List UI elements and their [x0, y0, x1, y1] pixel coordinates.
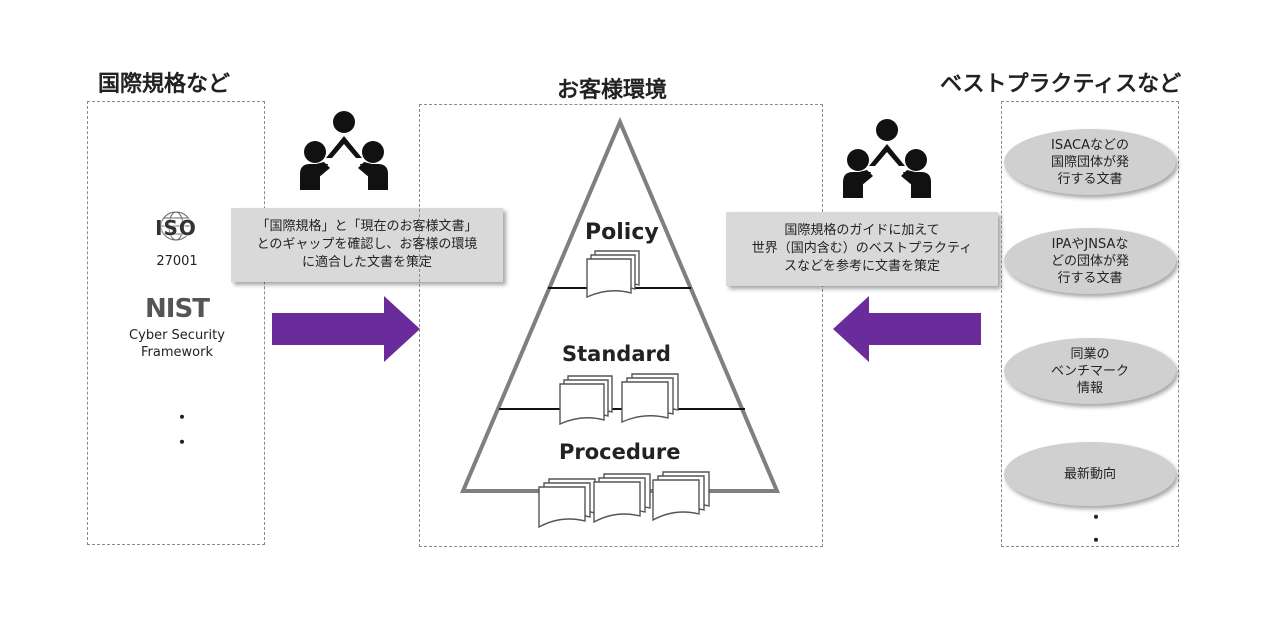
source-oval-ipa-jnsa: IPAやJNSAな どの団体が発 行する文書 — [1004, 228, 1176, 294]
document-stack-icon — [559, 375, 613, 426]
source-oval-benchmark: 同業の ベンチマーク 情報 — [1004, 338, 1176, 404]
nist-caption-line2: Framework — [141, 345, 213, 360]
ellipsis-dot: ・ — [1088, 508, 1105, 527]
arrow-left-icon — [833, 296, 981, 362]
title-customer-environment: お客様環境 — [557, 78, 668, 103]
oval-line: 行する文書 — [1057, 171, 1123, 187]
title-best-practices: ベストプラクティスなど — [940, 72, 1182, 97]
tier-standard: Standard — [562, 342, 671, 366]
document-stack-icon — [652, 471, 710, 522]
oval-line: どの団体が発 — [1050, 253, 1129, 269]
oval-line: 情報 — [1076, 380, 1103, 396]
left-callout-line: とのギャップを確認し、お客様の環境 — [256, 237, 478, 252]
nist-logo-icon: NIST — [145, 294, 210, 324]
people-group-icon — [300, 111, 388, 190]
iso-logo-icon — [160, 211, 192, 241]
right-callout: 国際規格のガイドに加えて 世界（国内含む）のベストプラクティ スなどを参考に文書… — [726, 212, 998, 286]
ellipsis-dot: ・ — [1088, 531, 1105, 550]
left-callout: 「国際規格」と「現在のお客様文書」 とのギャップを確認し、お客様の環境 に適合し… — [231, 208, 503, 282]
oval-line: ベンチマーク — [1050, 363, 1129, 379]
left-callout-line: に適合した文書を策定 — [301, 255, 432, 270]
right-callout-line: スなどを参考に文書を策定 — [783, 259, 940, 274]
arrow-right-icon — [272, 296, 420, 362]
nist-caption-line1: Cyber Security — [129, 328, 225, 343]
ellipsis-dot: ・ — [174, 408, 191, 427]
source-oval-isaca: ISACAなどの 国際団体が発 行する文書 — [1004, 129, 1176, 195]
ellipsis-dot: ・ — [174, 433, 191, 452]
tier-procedure: Procedure — [559, 440, 681, 464]
tier-policy: Policy — [585, 220, 659, 245]
document-stack-icon — [586, 250, 640, 299]
oval-line: 同業の — [1070, 346, 1110, 362]
source-oval-trends: 最新動向 — [1004, 442, 1176, 506]
right-panel: ISACAなどの 国際団体が発 行する文書 IPAやJNSAな どの団体が発 行… — [1001, 101, 1179, 550]
oval-line: ISACAなどの — [1051, 137, 1129, 153]
oval-line: 行する文書 — [1057, 270, 1123, 286]
iso-code: 27001 — [156, 254, 198, 269]
oval-line: 最新動向 — [1063, 466, 1116, 482]
left-callout-line: 「国際規格」と「現在のお客様文書」 — [256, 219, 478, 234]
document-stack-icon — [538, 478, 596, 529]
people-group-icon — [843, 119, 931, 198]
oval-line: IPAやJNSAな — [1051, 236, 1129, 252]
document-stack-icon — [621, 373, 679, 424]
iso-logo-text: ISO — [155, 216, 197, 240]
oval-line: 国際団体が発 — [1050, 154, 1129, 170]
right-callout-line: 国際規格のガイドに加えて — [784, 223, 940, 238]
document-stack-icon — [593, 473, 651, 524]
center-panel — [419, 104, 823, 547]
left-panel: ISO 27001 NIST Cyber Security Framework … — [87, 101, 265, 545]
right-callout-line: 世界（国内含む）のベストプラクティ — [751, 241, 973, 256]
title-international-standards: 国際規格など — [98, 72, 231, 97]
